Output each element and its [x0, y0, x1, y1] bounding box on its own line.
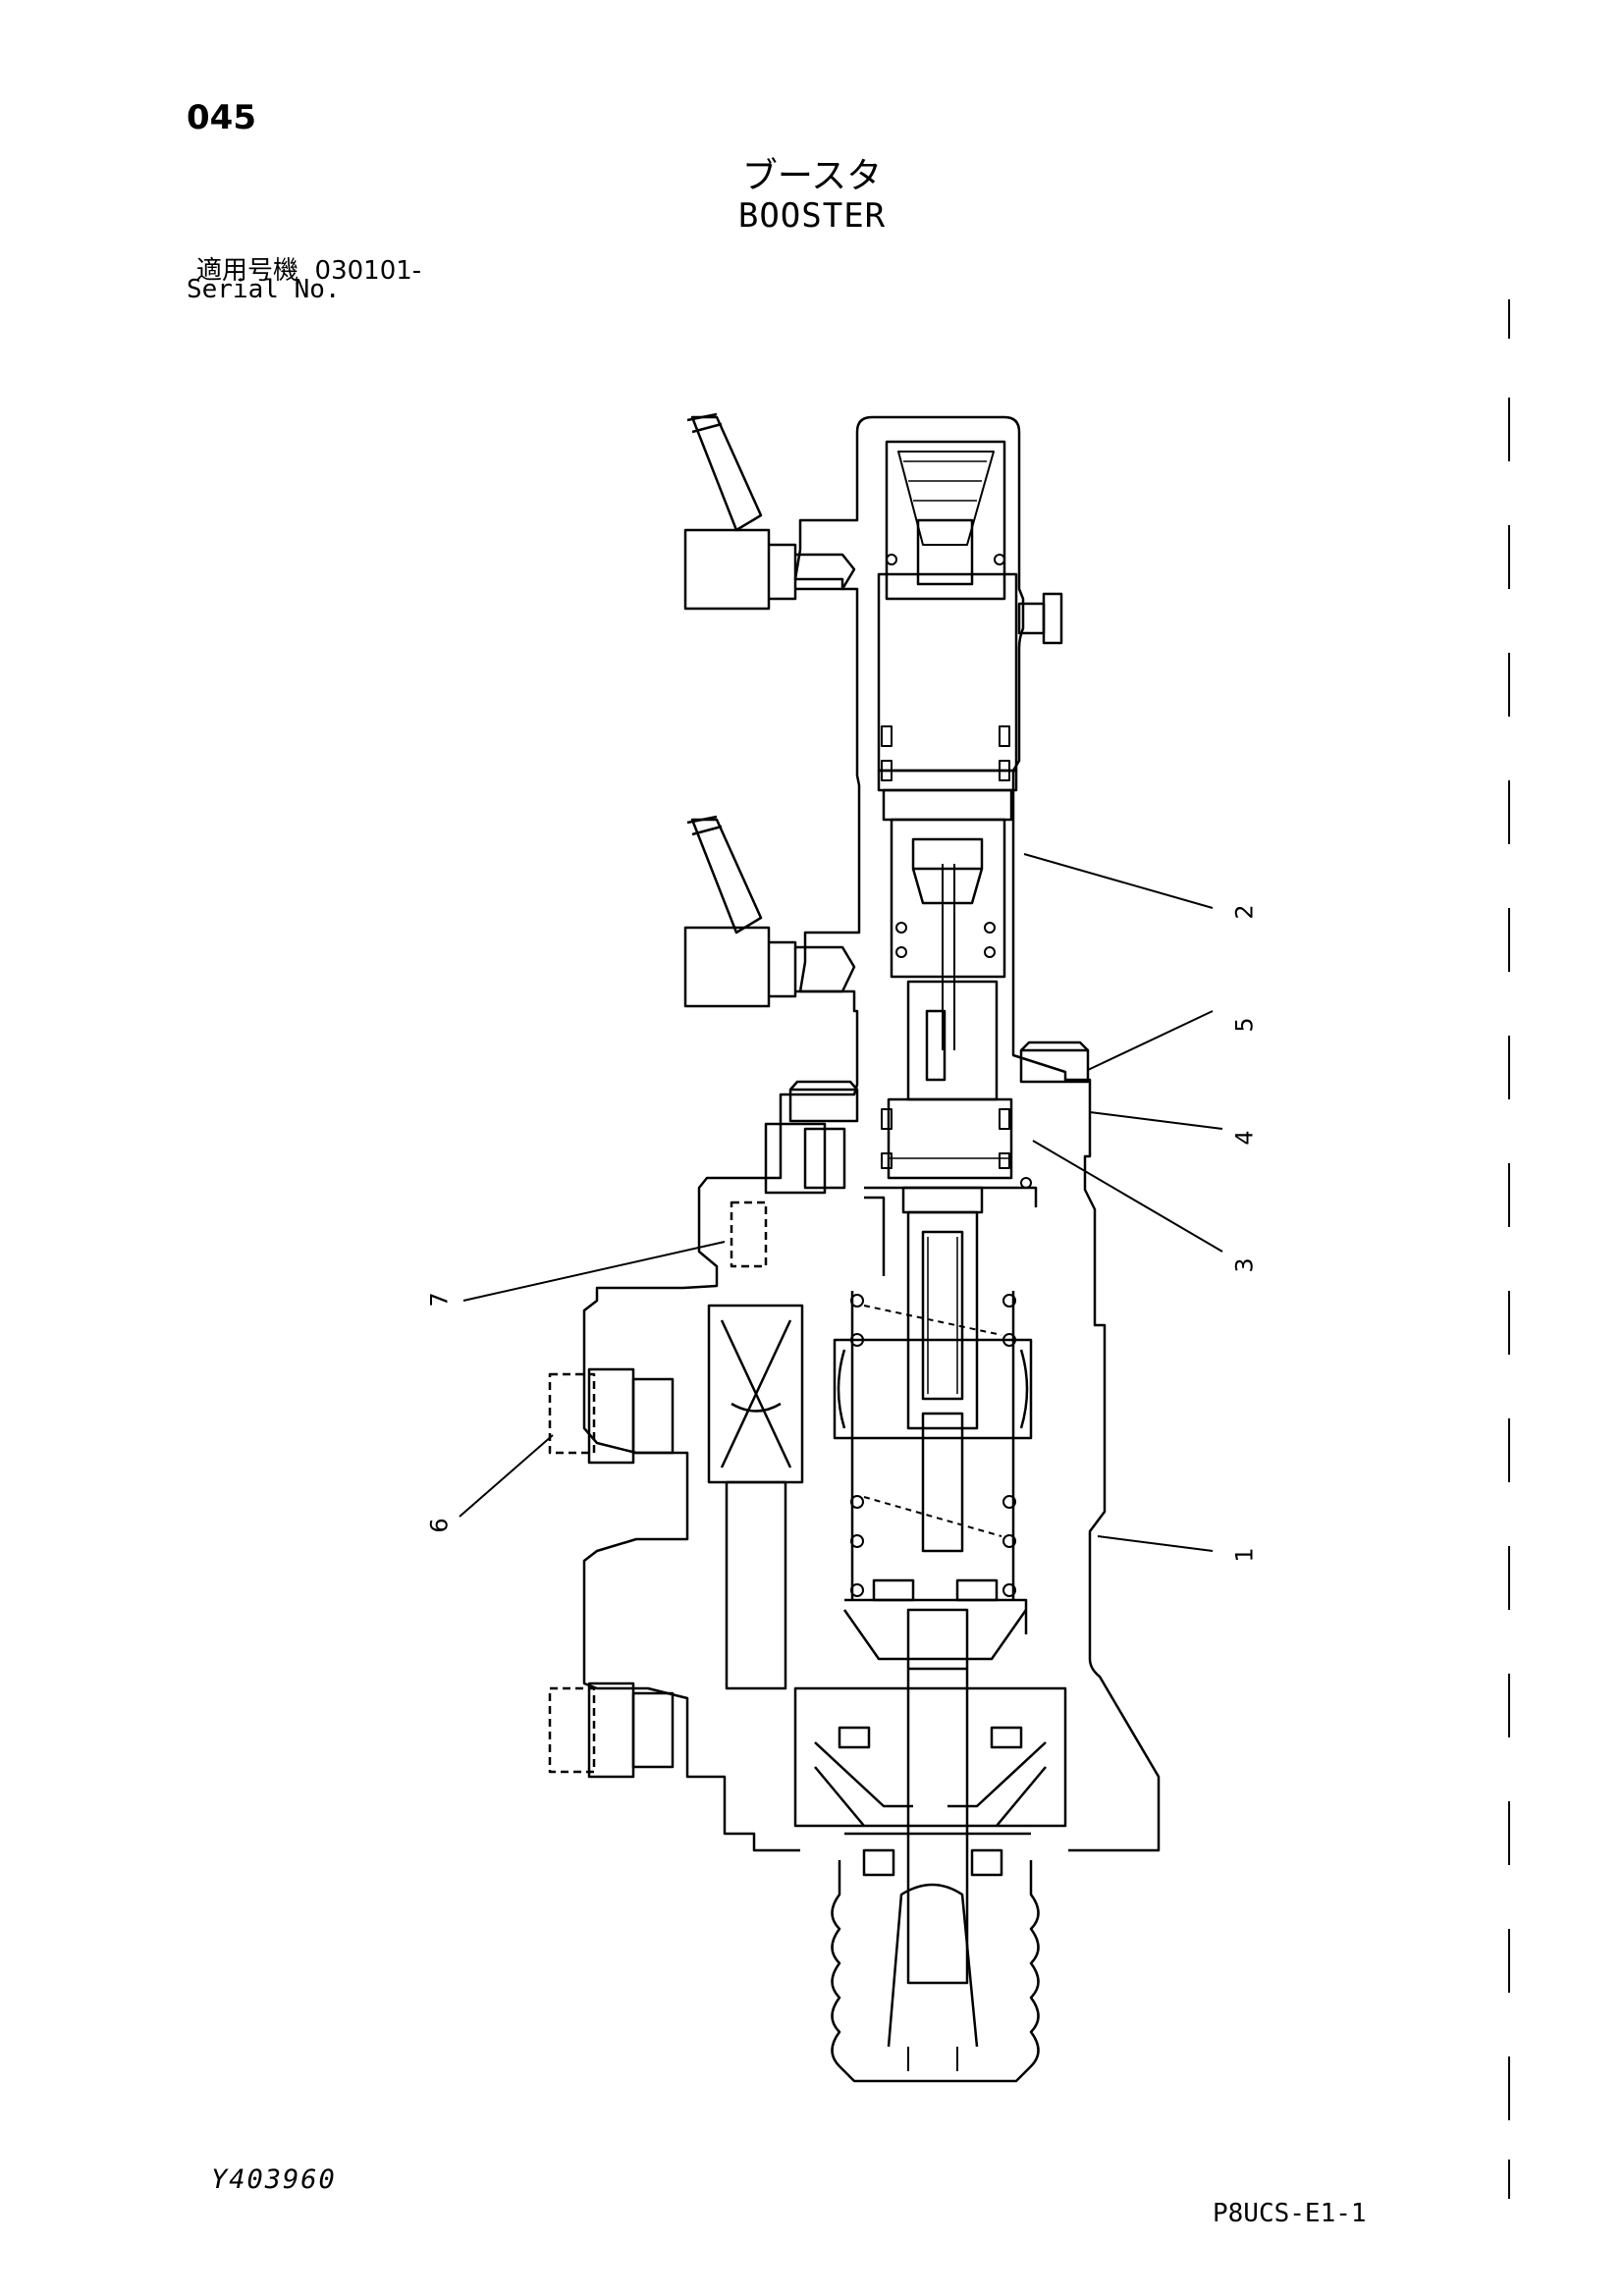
plug-left — [730, 1122, 846, 1268]
upper-spring-chamber — [885, 440, 1006, 601]
title-english: BOOSTER — [737, 196, 887, 236]
mounting-bolt-right — [1019, 1041, 1090, 1084]
callout-3: 3 — [1230, 1257, 1259, 1273]
middle-spring-chamber — [890, 818, 1006, 979]
serial-label-english: Serial No. — [187, 275, 341, 304]
central-plunger — [906, 1210, 979, 1430]
callout-leaders — [459, 853, 1223, 1552]
port-lower-left — [548, 1682, 675, 1779]
upper-pipe-fitting — [683, 412, 856, 611]
callout-7: 7 — [425, 1292, 454, 1308]
rubber-boot — [831, 1860, 1040, 2083]
serial-label-jp-text: 適用号機 — [196, 256, 299, 286]
middle-piston — [906, 980, 999, 1101]
callout-1: 1 — [1230, 1547, 1259, 1563]
port-upper-left — [548, 1367, 675, 1465]
title-japanese: ブースタ — [741, 156, 883, 196]
callout-4: 4 — [1230, 1130, 1259, 1146]
serial-label-japanese: 適用号機 030101- — [196, 250, 421, 287]
mounting-bolt-left — [788, 1080, 859, 1123]
lower-body-internals — [793, 1186, 1067, 1985]
push-rod — [906, 1608, 969, 1985]
lower-pipe-fitting — [683, 815, 856, 1008]
page-number: 045 — [187, 98, 256, 137]
spring-seat — [833, 1338, 1033, 1440]
callout-2: 2 — [1230, 904, 1259, 920]
upper-cylinder-housing — [582, 415, 1161, 1852]
callout-6: 6 — [425, 1518, 454, 1533]
check-valve — [707, 1304, 804, 1690]
document-id: Y403960 — [211, 2164, 337, 2195]
serial-value: 030101- — [314, 256, 422, 286]
callout-5: 5 — [1230, 1017, 1259, 1033]
upper-piston-head — [916, 518, 974, 586]
page-code: P8UCS-E1-1 — [1213, 2199, 1367, 2228]
